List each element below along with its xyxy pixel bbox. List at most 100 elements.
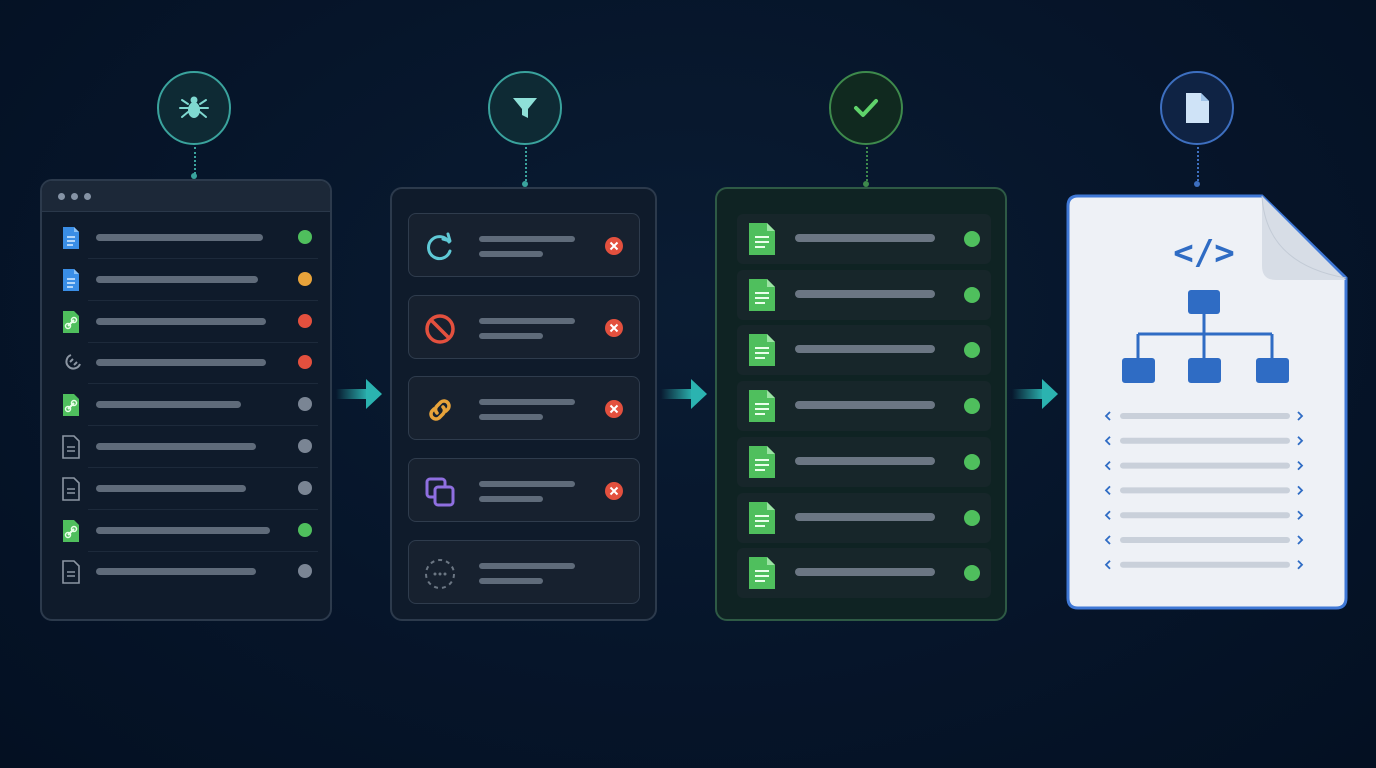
filter-card[interactable] <box>408 458 640 523</box>
status-dot <box>964 342 980 359</box>
status-dot <box>964 231 980 247</box>
checkmark-icon <box>854 99 878 117</box>
validated-page-row[interactable] <box>737 492 991 543</box>
flow-arrow-icon <box>1012 379 1058 409</box>
reject-icon <box>605 237 623 255</box>
document-icon <box>747 444 777 480</box>
document-icon <box>747 221 777 257</box>
placeholder-text-bar <box>479 236 575 242</box>
placeholder-text-bar <box>96 401 241 409</box>
status-dot <box>298 439 312 453</box>
placeholder-text-bar <box>479 332 543 339</box>
sitemap-entry <box>1104 560 1304 570</box>
redirect-icon <box>423 230 457 264</box>
placeholder-text-bar <box>479 496 543 503</box>
status-dot <box>964 509 980 526</box>
status-dot <box>298 355 312 370</box>
sitemap-entry <box>1104 535 1304 545</box>
status-dot <box>964 398 980 415</box>
connector-dot <box>1194 181 1200 187</box>
code-glyph: </> <box>1173 233 1234 273</box>
document-icon <box>62 268 80 292</box>
document-icon <box>747 277 777 313</box>
window-control-dot <box>84 192 91 200</box>
sitemap-entry <box>1104 460 1304 471</box>
validated-page-row[interactable] <box>737 325 991 376</box>
reject-icon <box>605 482 623 501</box>
placeholder-text-bar <box>96 234 263 241</box>
reject-icon <box>605 318 623 337</box>
placeholder-text-bar <box>795 401 935 410</box>
status-dot <box>298 522 312 537</box>
filter-card[interactable] <box>408 539 640 604</box>
connector-line <box>866 147 868 181</box>
status-dot <box>298 271 312 286</box>
sitemap-tree-icon <box>1122 290 1289 383</box>
list-item[interactable] <box>42 217 330 259</box>
broken-link-icon <box>62 351 84 373</box>
status-dot <box>298 564 312 579</box>
placeholder-text-bar <box>795 568 935 577</box>
placeholder-text-bar <box>479 577 543 584</box>
list-item[interactable] <box>42 551 330 593</box>
list-item[interactable] <box>42 384 330 427</box>
document-icon <box>747 500 777 536</box>
blocked-icon <box>423 312 457 346</box>
connector-dot <box>522 181 528 187</box>
connector-dot <box>863 181 869 187</box>
window-title-bar <box>42 181 330 212</box>
document-outline-icon <box>62 435 80 459</box>
placeholder-text-bar <box>479 251 543 257</box>
list-item[interactable] <box>42 426 330 468</box>
chain-link-icon <box>423 393 457 427</box>
sitemap-entry <box>1104 485 1304 496</box>
filter-card[interactable] <box>408 213 640 277</box>
placeholder-text-bar <box>795 289 935 298</box>
placeholder-text-bar <box>96 443 256 450</box>
placeholder-text-bar <box>795 512 935 521</box>
list-item[interactable] <box>42 510 330 552</box>
link-icon <box>62 393 80 417</box>
sitemap-entry <box>1104 436 1304 446</box>
pending-icon <box>423 557 457 591</box>
placeholder-text-bar <box>795 234 935 242</box>
flow-arrow-icon <box>661 379 707 409</box>
validated-page-row[interactable] <box>737 269 991 320</box>
stage-crawl-badge <box>157 71 231 145</box>
funnel-icon <box>513 98 537 118</box>
connector-dot <box>191 173 197 179</box>
validated-page-row[interactable] <box>737 381 991 432</box>
placeholder-text-bar <box>96 275 258 283</box>
validated-page-row[interactable] <box>737 548 991 599</box>
list-item[interactable] <box>42 301 330 343</box>
connector-line <box>1197 147 1199 181</box>
status-dot <box>298 480 312 495</box>
status-dot <box>298 313 312 328</box>
connector-line <box>525 147 527 181</box>
list-item[interactable] <box>42 342 330 385</box>
document-icon <box>62 226 80 250</box>
document-icon <box>1186 93 1209 123</box>
list-item[interactable] <box>42 259 330 301</box>
filter-card[interactable] <box>408 294 640 359</box>
crawl-results-panel <box>40 179 332 621</box>
stage-filter-badge <box>488 71 562 145</box>
filter-panel <box>390 187 657 621</box>
status-dot <box>298 230 312 244</box>
list-item[interactable] <box>42 468 330 510</box>
validated-page-row[interactable] <box>737 214 991 264</box>
status-dot <box>298 397 312 412</box>
placeholder-text-bar <box>96 568 256 576</box>
placeholder-text-bar <box>96 317 266 325</box>
placeholder-text-bar <box>479 399 575 406</box>
link-icon <box>62 310 80 334</box>
sitemap-entry <box>1104 411 1304 421</box>
placeholder-text-bar <box>795 456 935 465</box>
placeholder-text-bar <box>479 562 575 569</box>
window-control-dot <box>71 192 78 200</box>
filter-card[interactable] <box>408 376 640 441</box>
sitemap-entry <box>1104 510 1304 520</box>
status-dot <box>964 565 980 582</box>
document-icon <box>747 332 777 368</box>
validated-page-row[interactable] <box>737 436 991 487</box>
